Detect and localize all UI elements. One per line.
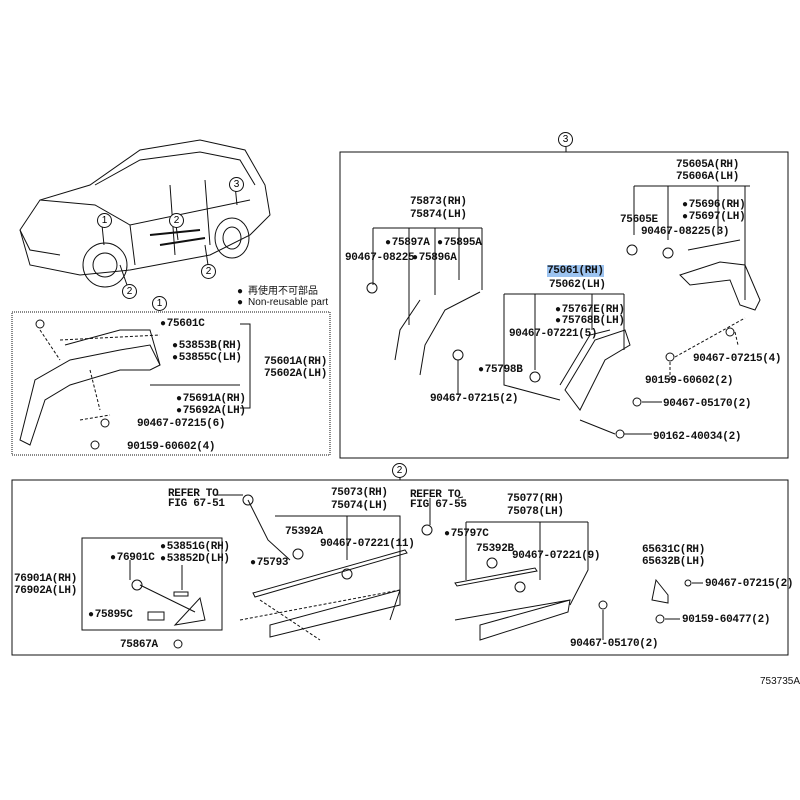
part-label[interactable]: 76902A(LH) [14,585,78,597]
part-label[interactable]: 75691A(RH) [176,393,246,406]
part-label[interactable]: 90467-07215(2) [705,578,794,590]
part-label[interactable]: 75867A [120,639,158,651]
part-label[interactable]: 75874(LH) [410,209,467,221]
part-label[interactable]: 75696(RH) [682,199,746,212]
part-label[interactable]: 65632B(LH) [642,556,706,568]
part-label[interactable]: 90467-07215(6) [137,418,226,430]
part-label[interactable]: 90467-07221(5) [509,328,598,340]
part-label[interactable]: 76901C [110,552,155,565]
part-label[interactable]: 75606A(LH) [676,171,740,183]
part-label[interactable]: 53851G(RH) [160,541,230,554]
callout-1[interactable]: 1 [97,213,112,228]
part-label[interactable]: 90467-07221(11) [320,538,415,550]
part-label[interactable]: 75601A(RH) [264,356,328,368]
part-label[interactable]: 75062(LH) [549,279,606,291]
callout-2[interactable]: 2 [201,264,216,279]
figure-reference-link[interactable]: FIG 67-51 [168,498,225,510]
part-label[interactable]: 75793 [250,557,289,570]
part-label[interactable]: 75605A(RH) [676,159,740,171]
part-label[interactable]: 90467-08225 [345,252,415,264]
part-label[interactable]: 90162-40034(2) [653,431,742,443]
vehicle-illustration [19,139,271,288]
part-label[interactable]: 75768B(LH) [555,315,625,328]
part-label[interactable]: 90159-60477(2) [682,614,771,626]
part-label[interactable]: 75895C [88,609,133,622]
callout-3[interactable]: 3 [229,177,244,192]
part-label[interactable]: 90467-08225(3) [641,226,730,238]
part-label[interactable]: 75601C [160,318,205,331]
part-label[interactable]: 90159-60602(2) [645,375,734,387]
section-3-title: 3 [558,132,573,147]
section-2-title: 2 [392,463,407,478]
part-label[interactable]: 75392A [285,526,323,538]
part-label[interactable]: 75873(RH) [410,196,467,208]
part-label[interactable]: 53852D(LH) [160,553,230,566]
section-1-title: 1 [152,296,167,311]
part-label[interactable]: 75602A(LH) [264,368,328,380]
part-label[interactable]: 53853B(RH) [172,340,242,353]
part-label[interactable]: 90467-05170(2) [570,638,659,650]
part-label[interactable]: 75073(RH) [331,487,388,499]
part-label[interactable]: 90159-60602(4) [127,441,216,453]
part-label[interactable]: 75767E(RH) [555,304,625,317]
part-label-selected[interactable]: 75061(RH) [547,265,604,277]
rear-flare-parts [626,185,761,380]
part-label[interactable]: 65631C(RH) [642,544,706,556]
part-label[interactable]: 90467-07221(9) [512,550,601,562]
part-label[interactable]: 75897A [385,237,430,250]
figure-reference-link[interactable]: FIG 67-55 [410,499,467,511]
part-label[interactable]: 75392B [476,543,514,555]
part-label[interactable]: 75797C [444,528,489,541]
part-label[interactable]: 90467-07215(4) [693,353,782,365]
legend-jp: 再使用不可部品 [237,282,318,297]
legend-en: Non-reusable part [237,297,328,308]
part-label[interactable]: 75896A [412,252,457,265]
rocker-panel-parts [129,494,703,649]
part-label[interactable]: 76901A(RH) [14,573,78,585]
callout-2[interactable]: 2 [122,284,137,299]
refer-label: REFER TO [410,489,461,501]
part-label[interactable]: 75798B [478,364,523,377]
callout-2[interactable]: 2 [169,213,184,228]
part-label[interactable]: 75077(RH) [507,493,564,505]
part-label[interactable]: 75692A(LH) [176,405,246,418]
part-label[interactable]: 75605E [620,214,658,226]
part-label[interactable]: 90467-05170(2) [663,398,752,410]
part-label[interactable]: 75074(LH) [331,500,388,512]
figure-id: 753735A [760,676,800,687]
part-label[interactable]: 75895A [437,237,482,250]
part-label[interactable]: 53855C(LH) [172,352,242,365]
refer-label: REFER TO [168,488,219,500]
part-label[interactable]: 75078(LH) [507,506,564,518]
part-label[interactable]: 90467-07215(2) [430,393,519,405]
part-label[interactable]: 75697(LH) [682,211,746,224]
